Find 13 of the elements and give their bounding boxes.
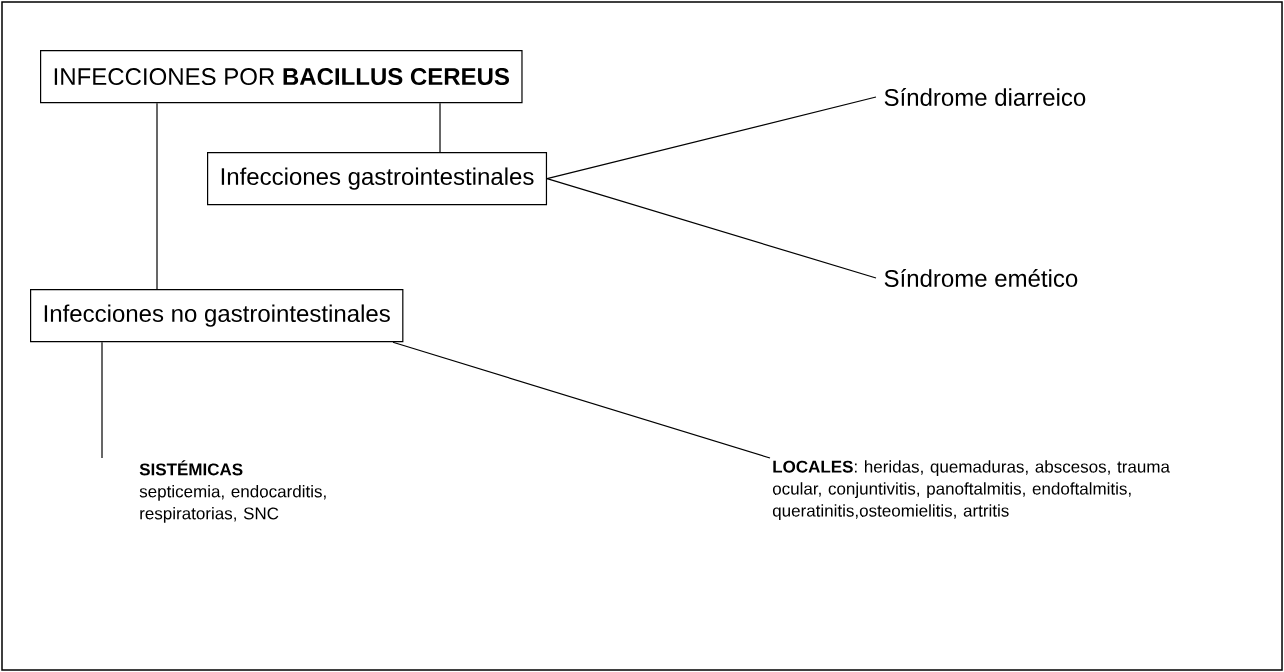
connector-line: [439, 102, 441, 153]
connector-line: [101, 341, 103, 459]
category-text: Síndrome diarreico: [884, 88, 1086, 106]
title-box: INFECCIONES POR BACILLUS CEREUS: [40, 50, 523, 104]
connector-line: [546, 178, 877, 279]
connector-line: [392, 341, 771, 459]
connector-line: [156, 102, 158, 290]
category-text: SISTÉMICAS septicemia, endocarditis, respiratorias, SNC: [139, 460, 326, 523]
category-text: LOCALES: heridas, quemaduras, abscesos, trauma ocular, conjuntivitis, panoftalmitis, endoftalmitis, queratinitis,osteomielitis, artritis: [772, 460, 1170, 521]
category-box: Infecciones no gastrointestinales: [30, 289, 404, 343]
category-text: Síndrome emético: [884, 269, 1078, 287]
category-box: Infecciones gastrointestinales: [207, 152, 548, 206]
connector-line: [546, 96, 877, 180]
